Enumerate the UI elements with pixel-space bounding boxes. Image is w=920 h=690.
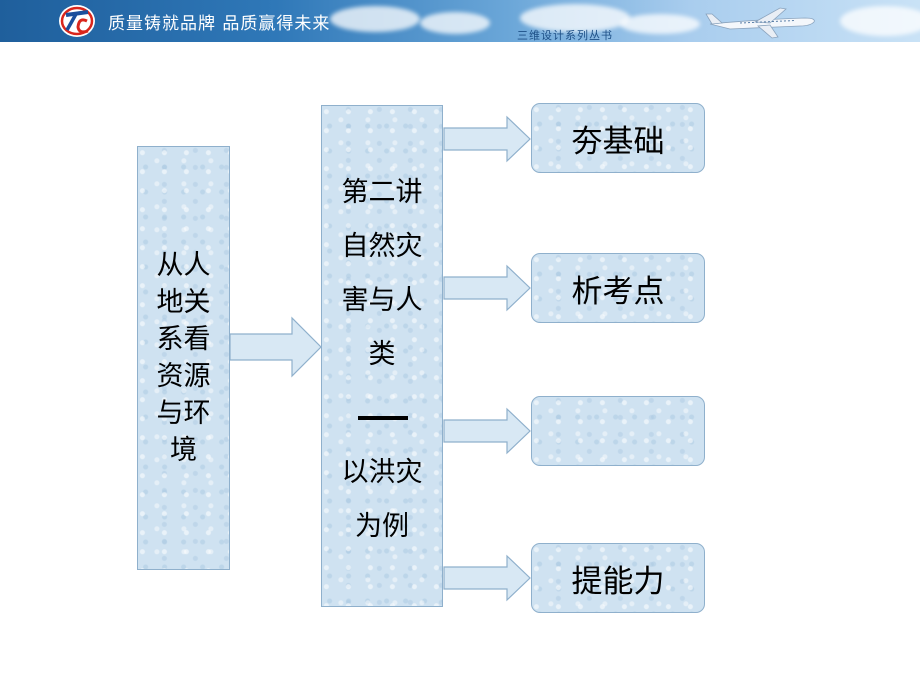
arrow-right-icon [443,115,531,163]
tc-logo-icon [59,5,95,37]
arrow-right-icon [443,554,531,602]
section-box-ability[interactable]: 提能力 [531,543,705,613]
section-label: 析考点 [571,273,665,310]
section-box-basics[interactable]: 夯基础 [531,103,705,173]
lesson-title: 第二讲自然灾害与人类 [341,177,423,370]
cloud-decoration [420,12,490,34]
lesson-subtitle: 以洪灾为例 [341,457,423,542]
arrow-right-icon [443,264,531,312]
title-divider [358,416,408,420]
section-box-analysis[interactable]: 析考点 [531,253,705,323]
cloud-decoration [620,14,700,34]
section-label: 提能力 [571,563,665,600]
header-slogan: 质量铸就品牌 品质赢得未来 [108,14,331,34]
section-box-empty[interactable] [531,396,705,466]
cloud-decoration [330,6,420,32]
lesson-box-center: 第二讲自然灾害与人类 以洪灾为例 [321,105,443,607]
cloud-decoration [840,6,920,36]
section-label: 夯基础 [571,123,665,160]
header-banner: 质量铸就品牌 品质赢得未来 三维设计系列丛书 [0,0,920,42]
topic-label: 从人地关系看资源与环境 [156,250,211,466]
arrow-right-icon [229,316,322,378]
topic-box-left: 从人地关系看资源与环境 [137,146,230,570]
airplane-icon [705,7,815,39]
series-label: 三维设计系列丛书 [517,29,613,42]
arrow-right-icon [443,407,531,455]
cloud-decoration [520,4,630,32]
